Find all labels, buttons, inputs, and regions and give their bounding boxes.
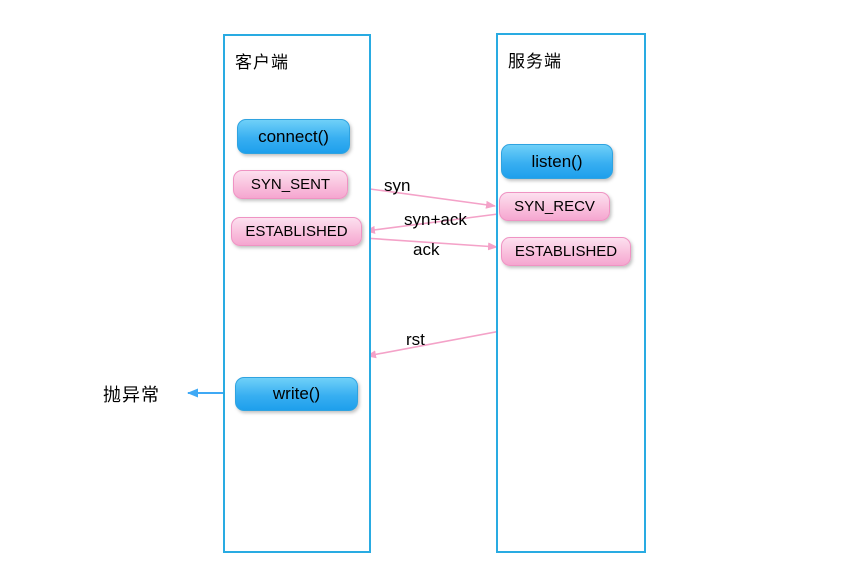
- syn-recv-node: SYN_RECV: [499, 192, 610, 221]
- syn-label: syn: [384, 176, 411, 195]
- listen-node: listen(): [501, 144, 613, 179]
- throw-exception-label: 抛异常: [103, 385, 160, 405]
- rst-arrow: [366, 327, 518, 359]
- rst-label: rst: [406, 330, 425, 349]
- server-title: 服务端: [508, 52, 562, 71]
- server-lifeline-box: 服务端: [496, 33, 646, 553]
- connect-node: connect(): [237, 119, 350, 154]
- client-established-node: ESTABLISHED: [231, 217, 362, 246]
- client-lifeline-box: 客户端: [223, 34, 371, 553]
- syn-ack-label: syn+ack: [404, 210, 467, 229]
- server-established-node: ESTABLISHED: [501, 237, 631, 266]
- syn-sent-node: SYN_SENT: [233, 170, 348, 199]
- client-title: 客户端: [235, 53, 289, 72]
- ack-label: ack: [413, 240, 440, 259]
- write-node: write(): [235, 377, 358, 411]
